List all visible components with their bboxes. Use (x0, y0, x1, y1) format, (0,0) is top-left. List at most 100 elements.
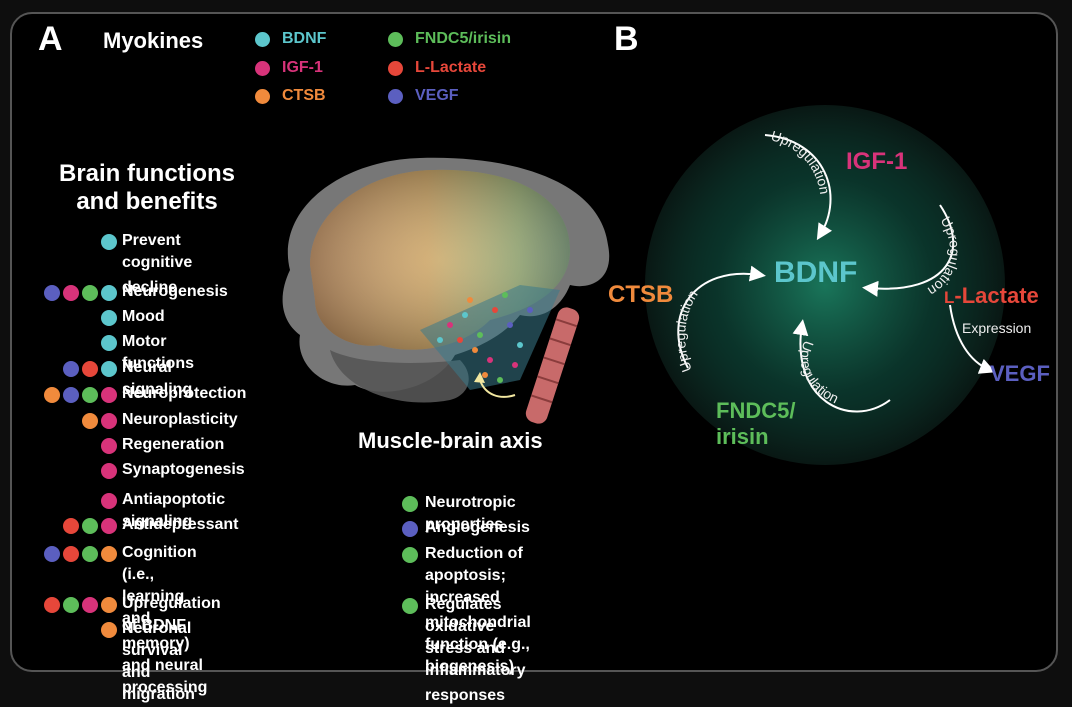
myokine-dot (101, 546, 117, 562)
legend-dot (255, 60, 270, 76)
muscle-brain-axis-label: Muscle-brain axis (358, 428, 543, 453)
function-label-line1: Antidepressant (122, 516, 239, 533)
function-item: Upregulation of BDNF (0, 593, 221, 634)
muscle-fiber (525, 307, 580, 424)
function-dots (101, 438, 117, 454)
myokine-dot (82, 387, 98, 403)
function-label-line1: Reduction of apoptosis; increased (425, 545, 523, 606)
arrow-fndc5-bdnf (792, 319, 891, 413)
igf1-label: IGF-1 (846, 148, 908, 175)
myokine-dot (101, 335, 117, 351)
fndc5-label-line1: FNDC5/ (716, 398, 796, 423)
legend-dot (388, 88, 403, 104)
function-label-line1: Cognition (i.e., learning and (122, 544, 197, 627)
legend-label: L-Lactate (415, 59, 487, 76)
brain-illustration (282, 157, 610, 424)
legend-item: IGF-1 (255, 59, 323, 77)
myokine-dot (63, 361, 79, 377)
function-item: Mood (0, 306, 165, 328)
function-dots (402, 496, 418, 512)
function-label: Synaptogenesis (122, 459, 245, 481)
function-item: Neural signaling (0, 357, 192, 398)
myokine-dot (44, 387, 60, 403)
function-item: Prevent cognitive decline (0, 230, 192, 296)
function-dots (101, 234, 117, 250)
function-label-line1: Regeneration (122, 436, 225, 453)
function-label: Neurotropic properties (425, 492, 516, 536)
function-item: Neurotropic properties (0, 492, 516, 533)
legend-label: IGF-1 (282, 59, 323, 76)
function-item: Regeneration (0, 434, 224, 456)
myokine-dot (44, 597, 60, 613)
myokine-dot (402, 547, 418, 563)
function-dots (101, 493, 117, 509)
legend-item: FNDC5/irisin (388, 30, 511, 48)
myokine-dot (101, 463, 117, 479)
myokine-dot (63, 597, 79, 613)
function-label-line1: Prevent cognitive (122, 232, 193, 271)
function-label: Neuronal survival and migration (122, 618, 195, 706)
function-item: Neuroplasticity (0, 409, 238, 431)
function-item: Regulates oxidative stress and inflammat… (0, 594, 525, 704)
function-label: Neurogenesis (122, 281, 228, 303)
function-dots (402, 521, 418, 537)
myokine-dot (44, 285, 60, 301)
function-label-line1: Synaptogenesis (122, 461, 245, 478)
expression-label: Expression (962, 320, 1032, 336)
vegf-label: VEGF (990, 361, 1050, 386)
function-label-line1: Upregulation of BDNF (122, 595, 221, 634)
function-label-line1: Neurotropic properties (425, 494, 516, 533)
function-dots (101, 335, 117, 351)
function-label-line2: responses (425, 687, 506, 704)
function-dots (44, 387, 117, 403)
arrow-igf1-bdnf (764, 134, 833, 241)
legend-item: L-Lactate (388, 59, 486, 77)
function-label-line1: Angiogenesis (425, 519, 530, 536)
brain-functions-title-line1: Brain functions (58, 160, 235, 187)
function-label: Neural signaling (122, 357, 192, 401)
function-label-line1: Mood (122, 308, 165, 325)
myokines-title: Myokines (103, 28, 204, 53)
legend-dot (388, 60, 403, 76)
function-label-line1: Motor functions (122, 333, 194, 372)
function-label-line2: decline (122, 279, 178, 296)
function-label: Prevent cognitive decline (122, 230, 192, 299)
myokine-dot (101, 361, 117, 377)
myokine-particles (437, 292, 533, 383)
myokine-dot (101, 622, 117, 638)
legend-item: BDNF (255, 30, 326, 48)
myokine-dot (402, 496, 418, 512)
lactate-prefix: L (944, 288, 955, 307)
function-label: Motor functions (122, 331, 194, 375)
function-label: Antidepressant (122, 514, 238, 536)
function-item: Motor functions (0, 331, 194, 372)
function-item: Antiapoptotic signaling (0, 489, 225, 530)
myokine-dot (82, 361, 98, 377)
function-label: Regulates oxidative stress and inflammat… (425, 594, 525, 707)
function-dots (63, 518, 117, 534)
myokine-dot (63, 518, 79, 534)
function-item: Angiogenesis (0, 517, 530, 539)
legend-label: BDNF (282, 30, 327, 47)
function-dots (82, 413, 117, 429)
myokine-dot (82, 518, 98, 534)
function-label-line1: Neuroplasticity (122, 411, 238, 428)
function-label: Neuroplasticity (122, 409, 238, 431)
lactate-label: L-Lactate (944, 283, 1039, 309)
function-label: Mood (122, 306, 165, 328)
function-label-line1: Antiapoptotic signaling (122, 491, 226, 530)
function-item: Antidepressant (0, 514, 238, 536)
function-dots (402, 547, 418, 563)
function-label: Angiogenesis (425, 517, 530, 539)
function-label: Antiapoptotic signaling (122, 489, 225, 533)
fndc5-label: FNDC5/ irisin (716, 398, 795, 450)
legend-dot (255, 88, 270, 104)
lactate-rest: -Lactate (954, 283, 1039, 308)
myokine-dot (101, 310, 117, 326)
function-dots (402, 598, 418, 614)
legend-label: FNDC5/irisin (415, 30, 512, 47)
brain-functions-title: Brain functions and benefits (22, 160, 272, 216)
cerebellum (330, 350, 469, 403)
function-item: Neuronal survival and migration (0, 618, 195, 703)
fndc5-label-line2: irisin (716, 424, 769, 449)
